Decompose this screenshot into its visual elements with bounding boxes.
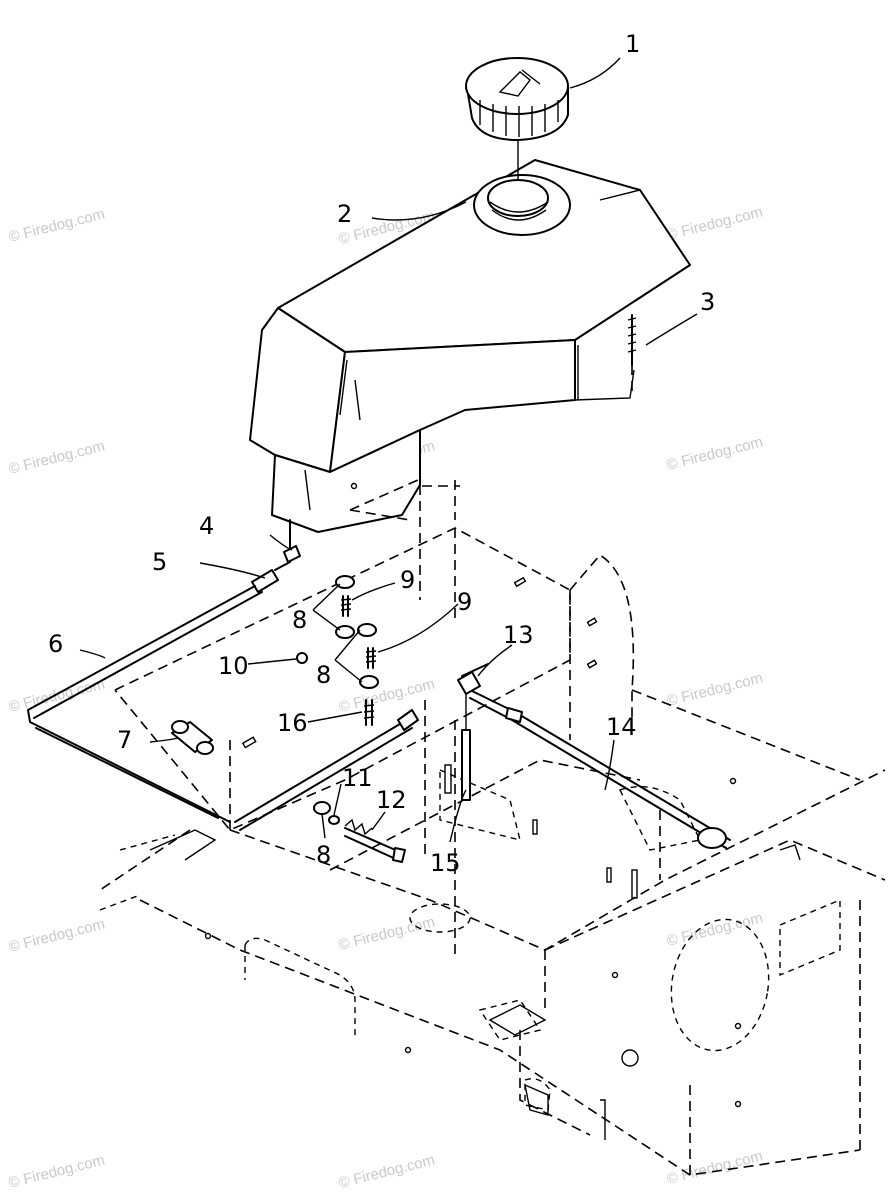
watermark: © Firedog.com — [7, 206, 107, 246]
mount-hardware — [296, 575, 379, 726]
watermark: © Firedog.com — [665, 670, 765, 710]
gas-cap — [465, 57, 569, 141]
frame-chassis — [99, 527, 886, 1176]
watermark: © Firedog.com — [337, 914, 437, 954]
watermark: © Firedog.com — [7, 676, 107, 716]
tank-stud — [627, 314, 637, 395]
callout-label: 13 — [503, 621, 534, 649]
fuel-filter — [171, 720, 214, 755]
watermark: © Firedog.com — [337, 676, 437, 716]
callout-label: 5 — [152, 548, 167, 576]
callout-label: 4 — [199, 512, 214, 540]
watermark: © Firedog.com — [7, 916, 107, 956]
watermark: © Firedog.com — [337, 1152, 437, 1192]
watermark: © Firedog.com — [665, 1148, 765, 1188]
linkage — [234, 689, 731, 863]
callout-label: 15 — [430, 849, 461, 877]
callout-leaders — [79, 57, 698, 843]
fuel-line — [27, 519, 301, 823]
callout-label: 8 — [316, 841, 331, 869]
callout-label: 1 — [625, 30, 640, 58]
callout-label: 6 — [48, 630, 63, 658]
shutoff-valve — [457, 663, 489, 801]
watermark: © Firedog.com — [7, 1152, 107, 1192]
callout-label: 16 — [277, 709, 308, 737]
callout-label: 8 — [316, 661, 331, 689]
callout-label: 11 — [342, 764, 373, 792]
callout-label: 12 — [376, 786, 407, 814]
callout-label: 14 — [606, 713, 637, 741]
fuel-tank — [249, 159, 691, 600]
watermark: © Firedog.com — [7, 438, 107, 478]
callout-labels: 1 2 3 4 5 6 7 8 8 8 9 9 10 11 12 13 14 1… — [48, 30, 715, 877]
callout-label: 8 — [292, 606, 307, 634]
callout-label: 7 — [117, 726, 132, 754]
callout-label: 2 — [337, 200, 352, 228]
callout-label: 10 — [218, 652, 249, 680]
callout-label: 9 — [457, 588, 472, 616]
watermark: © Firedog.com — [665, 204, 765, 244]
callout-label: 3 — [700, 288, 715, 316]
watermark: © Firedog.com — [665, 434, 765, 474]
callout-label: 9 — [400, 566, 415, 594]
